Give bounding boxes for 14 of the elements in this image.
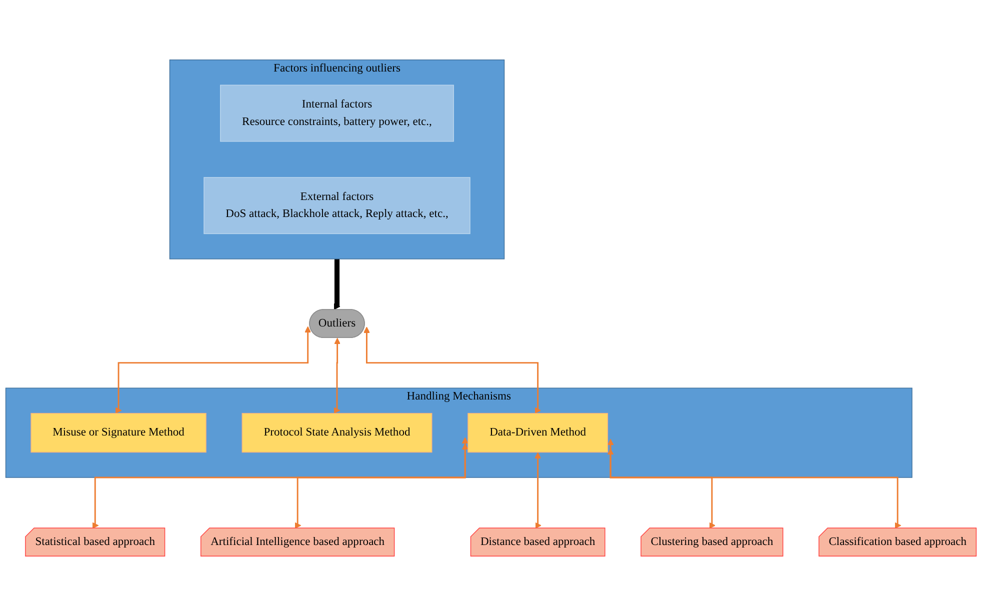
arrow	[294, 443, 468, 529]
arrow	[115, 326, 312, 414]
arrow	[334, 258, 340, 310]
node-box: Internal factors Resource constraints, battery power, etc.,	[220, 84, 454, 142]
node-box: Misuse or Signature Method	[30, 412, 206, 453]
node-box: Data-Driven Method	[468, 412, 608, 453]
arrow	[364, 326, 541, 414]
arrow	[334, 338, 340, 414]
arrow	[534, 452, 542, 529]
node-box: Protocol State Analysis Method	[242, 412, 432, 453]
arrow	[92, 437, 468, 529]
node-box: External factors DoS attack, Blackhole attack, Reply attack, etc.,	[204, 177, 470, 234]
arrow	[607, 448, 716, 529]
arrow	[607, 438, 902, 529]
